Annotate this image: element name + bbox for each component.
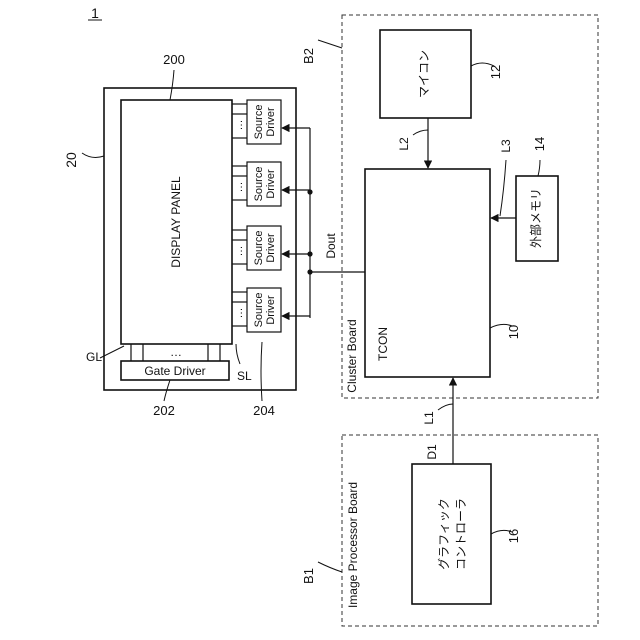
gate-driver-ref: 202 xyxy=(153,403,175,418)
image-processor-board-leader xyxy=(318,562,342,572)
external-memory-label: 外部メモリ xyxy=(528,188,543,248)
display-panel-label: DISPLAY PANEL xyxy=(169,176,183,268)
cluster-board-leader xyxy=(318,40,342,48)
source-lines-ellipsis: … xyxy=(233,120,245,131)
source-driver-label-line2: Driver xyxy=(265,107,277,137)
source-driver-label-line1: Source xyxy=(253,231,265,266)
source-driver-label-line1: Source xyxy=(253,293,265,328)
image-processor-board-ref: B1 xyxy=(301,568,316,584)
l2-leader xyxy=(413,130,428,135)
source-driver-label-line2: Driver xyxy=(265,295,277,325)
tcon-ref: 10 xyxy=(506,325,521,339)
microcomputer-label: マイコン xyxy=(417,50,431,98)
display-panel-ref: 200 xyxy=(163,52,185,67)
external-memory-leader xyxy=(538,160,540,176)
sl-label: SL xyxy=(237,369,252,383)
external-memory-ref: 14 xyxy=(532,137,547,151)
source-lines-ellipsis: … xyxy=(233,308,245,319)
bus-junction xyxy=(307,189,312,194)
source-driver-label-line1: Source xyxy=(253,167,265,202)
figure-number: 1 xyxy=(91,5,99,21)
l1-label: L1 xyxy=(422,411,436,425)
cluster-board-label: Cluster Board xyxy=(345,319,359,392)
graphic-controller-line1: グラフィック xyxy=(437,498,451,570)
source-driver-ref: 204 xyxy=(253,403,275,418)
gate-lines-ellipsis: … xyxy=(170,345,182,359)
graphic-controller-line2: コントローラ xyxy=(454,498,468,570)
bus-junction xyxy=(307,251,312,256)
d1-label: D1 xyxy=(425,444,439,460)
l3-label: L3 xyxy=(499,139,513,153)
source-driver-label-line2: Driver xyxy=(265,233,277,263)
gl-label: GL xyxy=(86,350,102,364)
l2-label: L2 xyxy=(397,137,411,151)
tcon-label: TCON xyxy=(376,327,390,361)
display-module-leader xyxy=(82,153,104,157)
display-module-ref: 20 xyxy=(63,152,79,168)
source-driver-label-line1: Source xyxy=(253,105,265,140)
l1-leader xyxy=(438,404,453,410)
source-lines-ellipsis: … xyxy=(233,182,245,193)
source-driver-label-line2: Driver xyxy=(265,169,277,199)
l3-leader xyxy=(500,160,506,216)
bus-junction xyxy=(307,269,312,274)
cluster-board-ref: B2 xyxy=(301,48,316,64)
image-processor-board-label: Image Processor Board xyxy=(346,482,360,608)
dout-label: Dout xyxy=(324,233,338,259)
graphic-controller-block xyxy=(412,464,491,604)
gate-driver-label: Gate Driver xyxy=(144,364,205,378)
microcomputer-ref: 12 xyxy=(488,65,503,79)
source-lines-ellipsis: … xyxy=(233,246,245,257)
